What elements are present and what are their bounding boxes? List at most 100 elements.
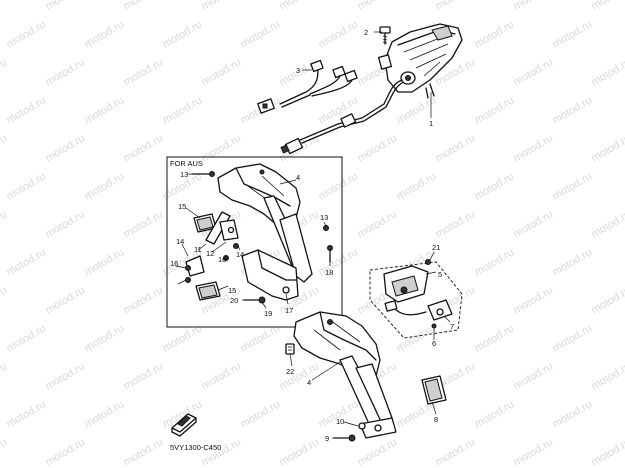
watermark-text-80: motod.ru <box>590 284 625 316</box>
part-label-16: 16 <box>170 259 178 268</box>
watermark-text-114: motod.ru <box>434 436 478 468</box>
watermark-text-39: motod.ru <box>200 132 244 164</box>
watermark-text-69: motod.ru <box>473 246 517 278</box>
watermark-text-46: motod.ru <box>83 170 127 202</box>
part-label-11: 11 <box>194 245 202 254</box>
part-label-2: 2 <box>364 28 368 37</box>
watermark-text-1: motod.ru <box>44 0 88 13</box>
clip-part-22[interactable] <box>285 343 295 355</box>
bolt-part-2[interactable] <box>379 26 391 45</box>
part-label-17: 17 <box>285 306 293 315</box>
watermark-text-41: motod.ru <box>356 132 400 164</box>
watermark-text-15: motod.ru <box>473 18 517 50</box>
watermark-text-110: motod.ru <box>122 436 166 468</box>
part-label-18: 18 <box>325 268 333 277</box>
watermark-text-11: motod.ru <box>161 18 205 50</box>
watermark-text-26: motod.ru <box>590 56 625 88</box>
watermark-text-111: motod.ru <box>200 436 244 468</box>
watermark-text-28: motod.ru <box>83 94 127 126</box>
watermark-text-82: motod.ru <box>83 322 127 354</box>
watermark-text-25: motod.ru <box>512 56 556 88</box>
reflector-part-8[interactable] <box>421 375 447 405</box>
watermark-text-0: motod.ru <box>0 0 9 13</box>
watermark-text-51: motod.ru <box>473 170 517 202</box>
watermark-text-90: motod.ru <box>0 360 9 392</box>
part-label-15: 15 <box>178 202 186 211</box>
watermark-text-92: motod.ru <box>122 360 166 392</box>
watermark-text-79: motod.ru <box>512 284 556 316</box>
watermark-text-100: motod.ru <box>83 398 127 430</box>
watermark-text-29: motod.ru <box>161 94 205 126</box>
part-label-12: 12 <box>206 249 214 258</box>
watermark-text-105: motod.ru <box>473 398 517 430</box>
watermark-text-72: motod.ru <box>0 284 9 316</box>
watermark-text-52: motod.ru <box>551 170 595 202</box>
part-label-4: 4 <box>296 173 300 182</box>
watermark-text-34: motod.ru <box>551 94 595 126</box>
watermark-text-20: motod.ru <box>122 56 166 88</box>
watermark-text-113: motod.ru <box>356 436 400 468</box>
part-label-13: 13 <box>320 213 328 222</box>
watermark-text-91: motod.ru <box>44 360 88 392</box>
watermark-text-61: motod.ru <box>512 208 556 240</box>
watermark-text-81: motod.ru <box>5 322 49 354</box>
license-bracket-main[interactable] <box>293 311 397 439</box>
watermark-text-74: motod.ru <box>122 284 166 316</box>
watermark-text-70: motod.ru <box>551 246 595 278</box>
part-label-10: 10 <box>336 417 344 426</box>
watermark-text-5: motod.ru <box>356 0 400 13</box>
watermark-text-43: motod.ru <box>512 132 556 164</box>
part-label-1: 1 <box>429 119 433 128</box>
part-label-14: 14 <box>176 237 184 246</box>
leader-lines <box>175 31 451 439</box>
inset-label: FOR AUS <box>170 159 203 168</box>
watermark-text-16: motod.ru <box>551 18 595 50</box>
part-label-6: 6 <box>432 339 436 348</box>
watermark-text-108: motod.ru <box>0 436 9 468</box>
tail-light-assembly[interactable] <box>280 23 463 155</box>
part-label-15: 15 <box>228 286 236 295</box>
part-label-14: 14 <box>236 250 244 259</box>
part-label-22: 22 <box>286 367 294 376</box>
watermark-text-112: motod.ru <box>278 436 322 468</box>
watermark-text-19: motod.ru <box>44 56 88 88</box>
watermark-text-87: motod.ru <box>473 322 517 354</box>
watermark-text-88: motod.ru <box>551 322 595 354</box>
watermark-text-55: motod.ru <box>44 208 88 240</box>
watermark-text-50: motod.ru <box>395 170 439 202</box>
watermark-text-21: motod.ru <box>200 56 244 88</box>
watermark-text-37: motod.ru <box>44 132 88 164</box>
watermark-text-63: motod.ru <box>5 246 49 278</box>
part-label-8: 8 <box>434 415 438 424</box>
watermark-text-18: motod.ru <box>0 56 9 88</box>
watermark-text-49: motod.ru <box>317 170 361 202</box>
watermark-text-36: motod.ru <box>0 132 9 164</box>
watermark-text-9: motod.ru <box>5 18 49 50</box>
nut-parts-9-10[interactable] <box>333 422 366 442</box>
watermark-text-99: motod.ru <box>5 398 49 430</box>
wire-harness[interactable] <box>257 59 358 114</box>
watermark-text-102: motod.ru <box>239 398 283 430</box>
watermark-text-54: motod.ru <box>0 208 9 240</box>
part-label-7: 7 <box>450 322 454 331</box>
watermark-text-93: motod.ru <box>200 360 244 392</box>
part-labels: 2 3 1 13 4 15 13 14 11 12 14 16 16 18 15… <box>170 28 454 443</box>
watermark-text-8: motod.ru <box>590 0 625 13</box>
diagram-code: 5VY1300-C450 <box>170 443 221 452</box>
license-light-group[interactable] <box>369 259 463 339</box>
watermark-text-6: motod.ru <box>434 0 478 13</box>
watermark-text-33: motod.ru <box>473 94 517 126</box>
watermark-text-27: motod.ru <box>5 94 49 126</box>
front-direction-icon <box>171 413 197 437</box>
part-label-4: 4 <box>307 378 311 387</box>
watermark-text-67: motod.ru <box>317 246 361 278</box>
watermark-text-94: motod.ru <box>278 360 322 392</box>
part-label-9: 9 <box>325 434 329 443</box>
watermark-text-62: motod.ru <box>590 208 625 240</box>
watermark-text-97: motod.ru <box>512 360 556 392</box>
watermark-text-38: motod.ru <box>122 132 166 164</box>
watermark-text-73: motod.ru <box>44 284 88 316</box>
watermark-text-7: motod.ru <box>512 0 556 13</box>
